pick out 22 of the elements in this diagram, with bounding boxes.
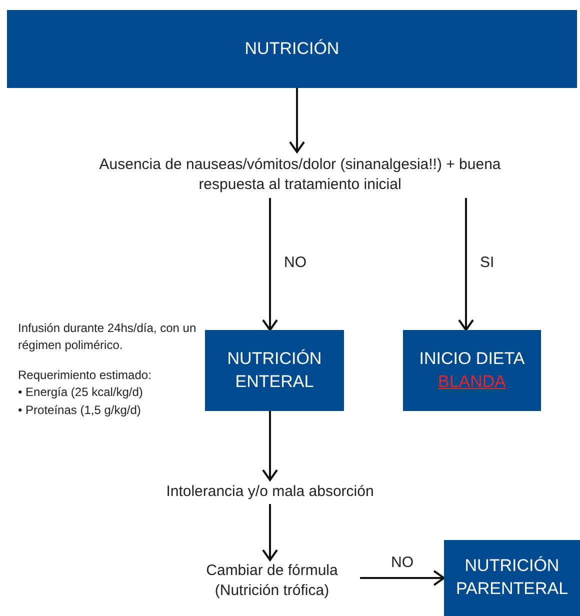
arrow xyxy=(289,88,305,153)
flow-text: Ausencia de nauseas/vómitos/dolor (sinanalgesia!!) + buena respuesta al tratamiento inicial xyxy=(98,154,502,195)
flow-text: Cambiar de fórmula (Nutrición trófica) xyxy=(205,560,339,601)
box-label: NUTRICIÓN xyxy=(244,38,340,60)
box-label: NUTRICIÓN PARENTERAL xyxy=(454,555,570,600)
arrow xyxy=(458,198,474,331)
flow-text: Intolerancia y/o mala absorción xyxy=(166,482,374,502)
arrow xyxy=(262,411,278,481)
arrow xyxy=(360,570,445,586)
process-box xyxy=(7,10,577,88)
arrow xyxy=(262,198,278,331)
process-box xyxy=(403,330,541,411)
process-box xyxy=(444,540,580,616)
box-label: INICIO DIETA xyxy=(419,348,525,370)
arrow xyxy=(262,504,278,561)
link-text: BLANDA xyxy=(438,370,506,393)
note-text: Requerimiento estimado: xyxy=(18,366,152,384)
note-text: Infusión durante 24hs/día, con un régimen polimérico. xyxy=(18,320,198,354)
process-box xyxy=(205,330,344,411)
box-label: NUTRICIÓN ENTERAL xyxy=(226,348,323,392)
note-text: • Energía (25 kcal/kg/d) xyxy=(18,384,144,402)
note-text: • Proteínas (1,5 g/kg/d) xyxy=(18,402,142,419)
